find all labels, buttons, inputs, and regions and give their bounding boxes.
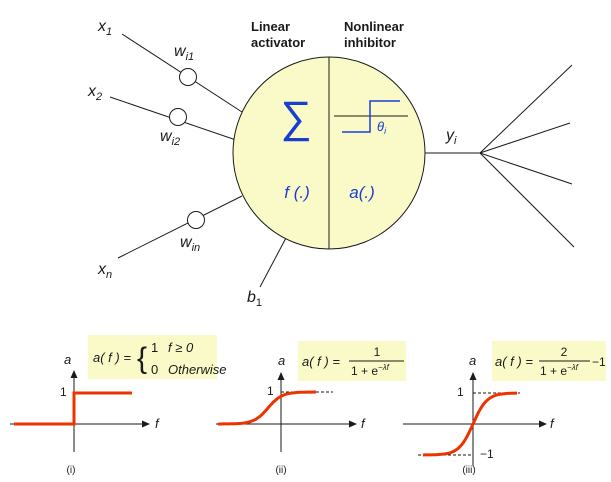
axis-y-arrow-step: [70, 370, 78, 378]
activation-bipolar-sigmoid: a( f ) = 2 1 + e−λf −1 a 1 −1 f (iii): [403, 341, 606, 476]
bias-line: [259, 235, 288, 288]
curve-step: [14, 391, 132, 426]
caption-sigmoid: (ii): [275, 465, 286, 476]
axis-y-label-sigmoid: a: [278, 353, 285, 368]
formula-box-step: [88, 335, 217, 379]
axis-y-arrow-bipolar: [469, 372, 477, 380]
axis-x-arrow-bipolar: [539, 420, 547, 428]
weight-node-2: [169, 108, 187, 126]
axis-x-arrow-sigmoid: [349, 420, 357, 428]
tick-one-step: 1: [60, 385, 67, 399]
tick-minus-one-bipolar: −1: [480, 447, 494, 461]
tick-one-bipolar: 1: [457, 385, 464, 399]
activation-step: a( f ) = { 1 f ≥ 0 0 Otherwise a 1 f (i): [10, 335, 227, 476]
formula-bipolar-numerator: 2: [561, 345, 568, 359]
axis-x-label-step: f: [155, 416, 160, 431]
weight-label-win: win: [180, 234, 200, 254]
formula-step-brace: {: [137, 342, 147, 375]
axis-y-arrow-sigmoid: [277, 372, 285, 380]
formula-step-case2-value: 0: [151, 362, 158, 377]
threshold-step-symbol: [334, 100, 408, 133]
caption-step: (i): [67, 465, 76, 476]
activation-sigmoid: a( f ) = 1 1 + e−λf a 1 f (ii): [216, 341, 406, 476]
curve-sigmoid: [218, 390, 316, 426]
formula-sigmoid-lhs: a( f ) =: [302, 354, 340, 369]
axis-x-label-sigmoid: f: [361, 416, 366, 431]
formula-step-case2-cond: Otherwise: [168, 362, 227, 377]
curve-bipolar-sigmoid: [422, 391, 517, 457]
formula-bipolar-suffix: −1: [592, 355, 606, 369]
input-label-xn: xn: [97, 261, 112, 281]
formula-sigmoid-denominator: 1 + e−λf: [351, 363, 390, 378]
axis-x-arrow-step: [142, 420, 150, 428]
input-label-x2: x2: [87, 83, 102, 103]
axis-y-label-bipolar: a: [469, 353, 476, 368]
output-label: yi: [445, 127, 457, 147]
formula-step-case1-cond: f ≥ 0: [168, 340, 194, 355]
input-label-x1: x1: [97, 18, 112, 38]
formula-step-lhs: a( f ) =: [93, 350, 131, 365]
input-line-n: [117, 195, 243, 259]
axis-x-label-bipolar: f: [550, 416, 555, 431]
summation-symbol: ∑: [280, 93, 311, 142]
axis-y-label-step: a: [64, 352, 71, 367]
weight-node-1: [179, 68, 197, 86]
formula-sigmoid-numerator: 1: [374, 345, 381, 359]
weight-node-n: [187, 211, 205, 229]
caption-bipolar: (iii): [462, 465, 475, 476]
bias-label: b1: [247, 289, 262, 309]
formula-bipolar-lhs: a( f ) =: [495, 354, 533, 369]
weight-label-wi2: wi2: [160, 128, 180, 148]
formula-bipolar-denominator: 1 + e−λf: [540, 363, 579, 378]
threshold-label: θi: [377, 119, 387, 136]
nonlinear-function-label: a(.): [349, 183, 375, 202]
weight-label-wi1: wi1: [174, 43, 194, 63]
output-branches: [479, 64, 575, 248]
formula-step-case1-value: 1: [151, 340, 158, 355]
tick-one-sigmoid: 1: [267, 384, 274, 398]
linear-function-label: f (.): [284, 183, 310, 202]
